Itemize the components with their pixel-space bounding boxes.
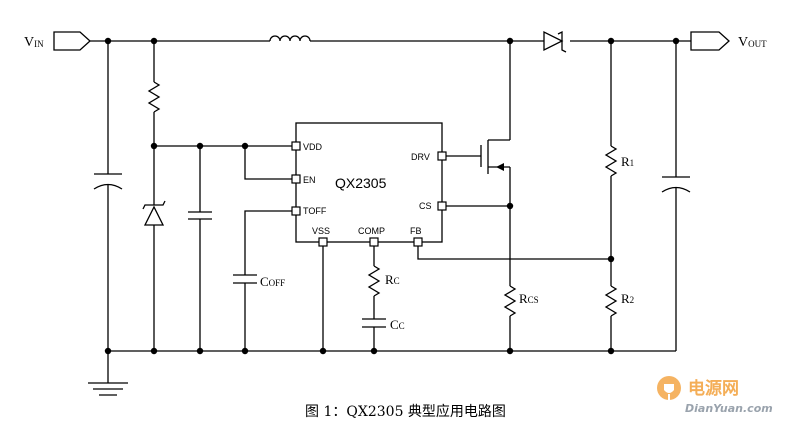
rc-sub-label: C xyxy=(394,276,400,286)
r1-sub-label: 1 xyxy=(630,158,635,168)
pin-comp xyxy=(369,237,379,247)
svg-text:VOUT: VOUT xyxy=(738,35,767,50)
input-capacitor xyxy=(93,41,123,351)
pin-comp-label: COMP xyxy=(358,226,385,236)
vdd-capacitor xyxy=(188,146,212,351)
fb-net xyxy=(417,246,611,260)
svg-text:R1: R1 xyxy=(621,154,634,169)
power-mosfet xyxy=(446,41,511,174)
vin-port: VIN xyxy=(24,31,91,51)
rcs-label: R xyxy=(519,291,528,306)
pin-fb-label: FB xyxy=(410,226,422,236)
chip-name: QX2305 xyxy=(335,175,387,191)
inductor xyxy=(269,35,311,42)
cc-sub-label: C xyxy=(399,321,405,331)
watermark-logo-text: 电源网 xyxy=(688,378,739,399)
r2-sub-label: 2 xyxy=(630,295,635,305)
pin-vdd-label: VDD xyxy=(303,142,323,152)
coff-sub-label: OFF xyxy=(269,278,286,288)
r1-label: R xyxy=(621,154,630,169)
svg-text:VIN: VIN xyxy=(24,35,44,50)
pin-vdd xyxy=(291,141,301,151)
coff-label: C xyxy=(260,274,269,289)
pin-en xyxy=(291,174,301,184)
output-capacitor xyxy=(661,41,691,351)
pin-vss xyxy=(318,237,328,247)
vout-port: VOUT xyxy=(690,31,767,51)
rcs-sub-label: CS xyxy=(528,295,539,305)
watermark-url: DianYuan.com xyxy=(685,402,773,415)
vin-sub-label: IN xyxy=(34,39,44,49)
vin-label: V xyxy=(24,35,34,50)
qx2305-chip: QX2305 VDD EN TOFF DRV CS VSS COMP FB xyxy=(291,122,447,247)
pin-toff-label: TOFF xyxy=(303,206,327,216)
schottky-diode xyxy=(543,30,567,53)
rcs-resistor: RCS xyxy=(446,167,539,351)
pin-vss-label: VSS xyxy=(312,226,330,236)
figure-caption: 图 1：QX2305 典型应用电路图 xyxy=(305,404,506,420)
svg-text:COFF: COFF xyxy=(260,274,285,289)
cc-label: C xyxy=(390,317,399,332)
vdd-resistor-zener-branch xyxy=(142,41,166,351)
pin-drv xyxy=(437,151,447,161)
plug-logo-icon xyxy=(657,376,681,400)
vout-sub-label: OUT xyxy=(748,39,767,49)
svg-text:RC: RC xyxy=(385,272,400,287)
pin-toff xyxy=(291,206,301,216)
ground-symbol xyxy=(88,351,128,396)
feedback-divider: R1 R2 xyxy=(604,41,634,351)
r2-label: R xyxy=(621,291,630,306)
pin-cs xyxy=(437,201,447,211)
dianyuan-watermark: 电源网 DianYuan.com xyxy=(657,376,773,415)
svg-text:R2: R2 xyxy=(621,291,634,306)
svg-text:CC: CC xyxy=(390,317,405,332)
rc-cc-network: RC CC xyxy=(362,246,405,351)
coff-capacitor: COFF xyxy=(233,210,292,351)
en-net xyxy=(244,146,292,180)
junction-dots xyxy=(104,37,680,355)
vout-label: V xyxy=(738,35,748,50)
pin-en-label: EN xyxy=(303,175,316,185)
pin-cs-label: CS xyxy=(419,201,432,211)
pin-fb xyxy=(413,237,423,247)
pin-drv-label: DRV xyxy=(411,152,430,162)
rc-label: R xyxy=(385,272,394,287)
svg-text:RCS: RCS xyxy=(519,291,539,306)
